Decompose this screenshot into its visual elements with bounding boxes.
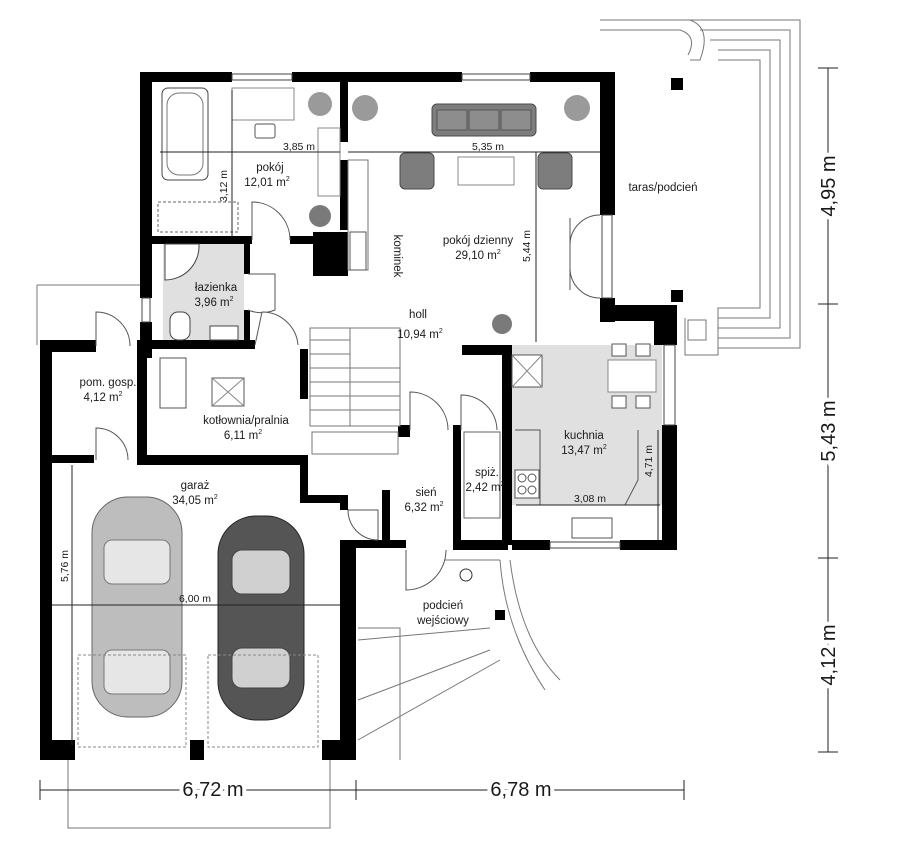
svg-text:29,10 m2: 29,10 m2 — [455, 249, 501, 262]
svg-text:34,05 m2: 34,05 m2 — [172, 494, 218, 507]
outer-dimension-lines — [39, 67, 838, 800]
dim-kitchen-height: 4,71 m — [643, 445, 655, 477]
fireplace-label: kominek — [391, 235, 403, 278]
dim-living-width: 5,35 m — [472, 141, 504, 153]
room-area: 10,94 m — [397, 329, 439, 341]
outer-dimension-labels: 6,72 m 6,78 m 4,95 m 5,43 m 4,12 m — [178, 151, 844, 805]
walls — [40, 72, 683, 760]
room-area: 6,11 m — [224, 430, 258, 442]
plant-icons — [308, 92, 590, 334]
room-name: holl — [409, 309, 427, 321]
dim-garage-width: 6,00 m — [179, 593, 211, 605]
dim-bottom-right: 6,78 m — [490, 779, 551, 801]
svg-text:6,11 m2: 6,11 m2 — [224, 429, 262, 442]
room-area: 34,05 m — [172, 495, 214, 507]
svg-text:10,94 m2: 10,94 m2 — [397, 328, 443, 341]
windows — [141, 73, 676, 549]
car-left-icon — [91, 496, 183, 718]
room-name: kuchnia — [564, 430, 604, 442]
room-name: pokój dzienny — [443, 235, 514, 247]
room-labels: pokój 12,01 m2 łazienka 3,96 m2 pokój dz… — [80, 162, 698, 627]
fireplace-grate — [349, 231, 367, 271]
kitchen-sink — [571, 517, 613, 539]
inner-dimension-labels: 3,85 m 3,12 m 5,35 m 5,44 m 3,08 m 4,71 … — [59, 141, 655, 605]
dim-room-height: 3,12 m — [218, 170, 230, 202]
svg-text:4,12 m2: 4,12 m2 — [83, 391, 122, 404]
doors — [95, 201, 601, 591]
room-area: 13,47 m — [561, 445, 603, 457]
room-area: 3,96 m — [194, 297, 229, 309]
svg-text:3,96 m2: 3,96 m2 — [194, 296, 233, 309]
dim-right-middle: 5,43 m — [818, 400, 840, 461]
chair — [254, 123, 276, 139]
room-name: pokój — [256, 162, 284, 174]
sofa — [431, 103, 537, 137]
dim-room-width: 3,85 m — [283, 141, 315, 153]
svg-text:2,42 m2: 2,42 m2 — [465, 481, 504, 494]
dim-right-bottom: 4,12 m — [818, 624, 840, 685]
cooktop — [514, 469, 540, 499]
desk — [231, 87, 295, 121]
armchair-left — [399, 152, 435, 190]
svg-text:6,32 m2: 6,32 m2 — [404, 501, 443, 514]
car-right-icon — [217, 515, 305, 721]
staircase — [309, 327, 401, 455]
shower-tray — [157, 201, 239, 233]
wardrobe — [317, 127, 341, 197]
room-name: garaż — [181, 480, 210, 492]
exterior-paths — [36, 284, 561, 829]
pantry-shelf — [463, 431, 501, 519]
washbasin — [209, 325, 239, 341]
room-name: łazienka — [195, 282, 238, 294]
room-name: sień — [415, 487, 436, 499]
dim-garage-height: 5,76 m — [59, 550, 71, 582]
room-area: 6,32 m — [404, 502, 439, 514]
room-area: 4,12 m — [83, 392, 118, 404]
entrance-label-line2: wejściowy — [416, 615, 469, 627]
terrace-outline — [600, 19, 801, 356]
room-name: spiż. — [475, 467, 499, 479]
room-area: 29,10 m — [455, 250, 497, 262]
terrace-label: taras/podcień — [628, 182, 697, 194]
bathtub — [161, 87, 209, 181]
room-area: 12,01 m — [244, 177, 286, 189]
sink-unit — [159, 357, 187, 409]
room-name: pom. gosp. — [80, 377, 137, 389]
svg-text:12,01 m2: 12,01 m2 — [244, 176, 290, 189]
dim-right-top: 4,95 m — [818, 155, 840, 216]
dim-bottom-left: 6,72 m — [182, 779, 243, 801]
dim-kitchen-width: 3,08 m — [574, 493, 606, 505]
coffee-table — [457, 156, 515, 186]
room-area: 2,42 m — [465, 482, 500, 494]
svg-text:13,47 m2: 13,47 m2 — [561, 444, 607, 457]
entrance-label-line1: podcień — [423, 600, 463, 612]
shower — [164, 243, 200, 281]
dining-table — [607, 359, 657, 393]
toilet — [169, 311, 191, 341]
room-name: kotłownia/pralnia — [203, 415, 289, 427]
dim-living-height: 5,44 m — [521, 230, 533, 262]
inner-dimension-lines — [52, 90, 660, 745]
armchair-right — [537, 152, 573, 190]
